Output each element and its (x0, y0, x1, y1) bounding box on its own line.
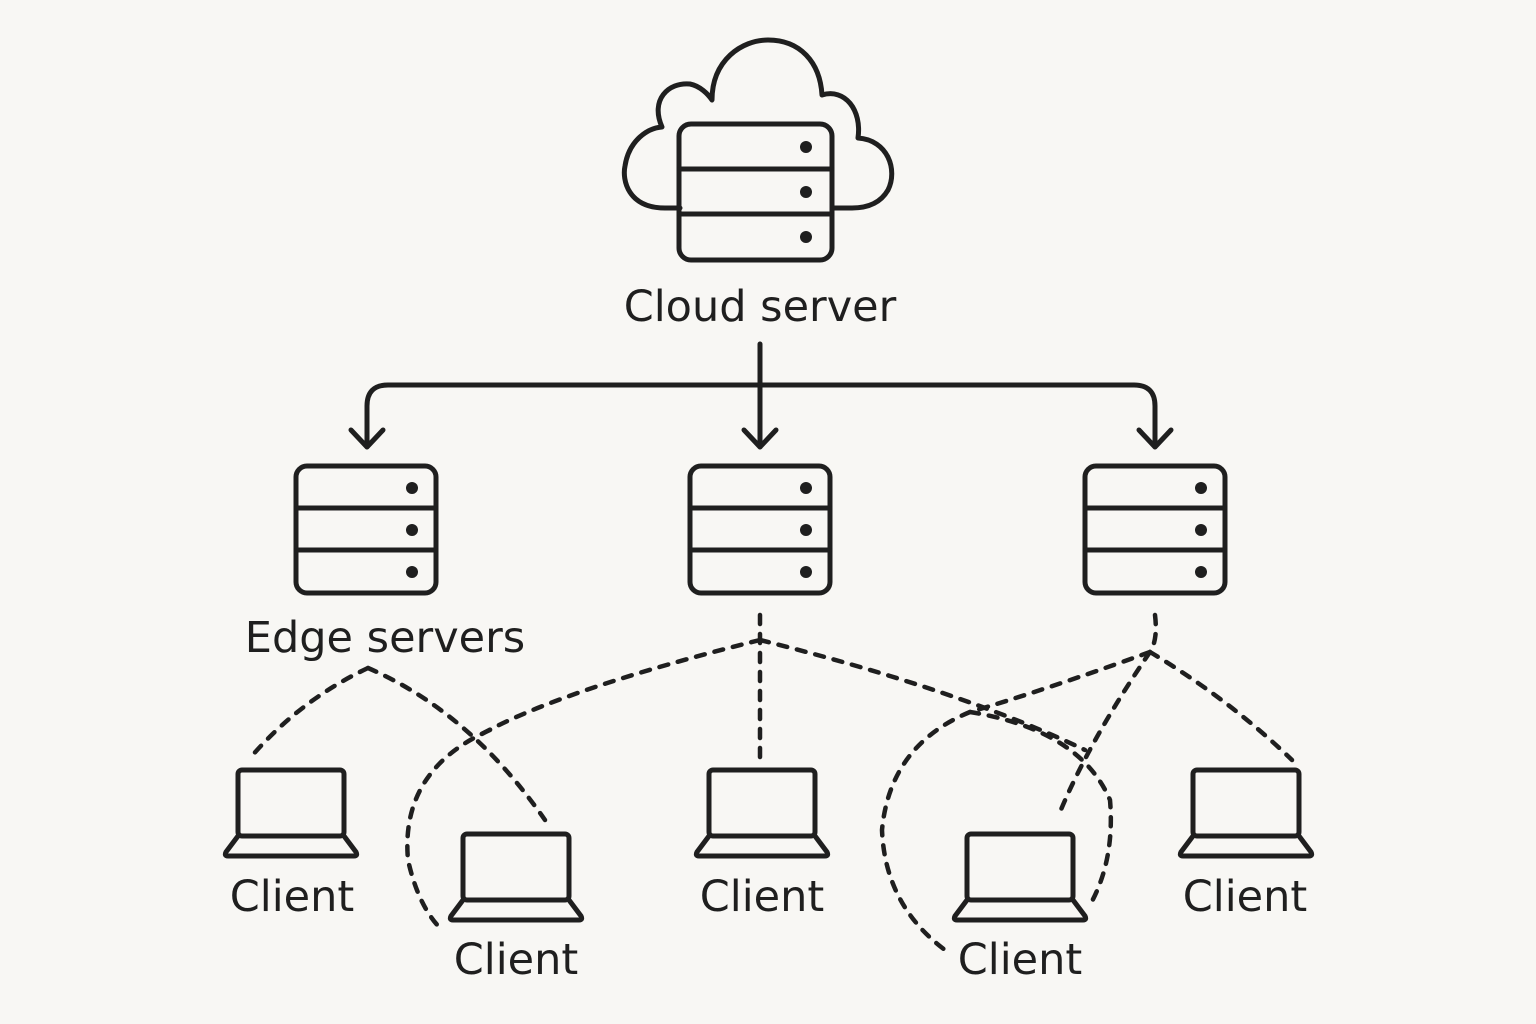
client-1: Client (222, 767, 360, 922)
edge-server-center (687, 463, 833, 596)
edge-server-right (1082, 463, 1228, 596)
arrow-to-edge-left (364, 382, 763, 449)
laptop-icon (447, 831, 585, 923)
edge-server-left (293, 463, 439, 596)
client-3: Client (693, 767, 831, 922)
dashed-links (247, 612, 1295, 953)
cloud-outline (621, 37, 895, 211)
client-label: Client (958, 935, 1083, 985)
laptop-icon (693, 767, 831, 859)
cloud-to-edge-arrows (348, 341, 1174, 450)
edge-servers-label: Edge servers (245, 613, 525, 663)
client-label: Client (230, 872, 355, 922)
laptop-icon (951, 831, 1089, 923)
arrow-to-edge-right (757, 382, 1158, 449)
client-2: Client (447, 831, 585, 985)
cloud-server-rack (676, 121, 835, 263)
client-5: Client (1177, 767, 1315, 922)
client-label: Client (454, 935, 579, 985)
laptop-icon (222, 767, 360, 859)
client-label: Client (700, 872, 825, 922)
client-label: Client (1183, 872, 1308, 922)
laptop-icon (1177, 767, 1315, 859)
cloud-server-icon (621, 37, 895, 263)
cloud-server-label: Cloud server (624, 282, 897, 332)
client-4: Client (951, 831, 1089, 985)
